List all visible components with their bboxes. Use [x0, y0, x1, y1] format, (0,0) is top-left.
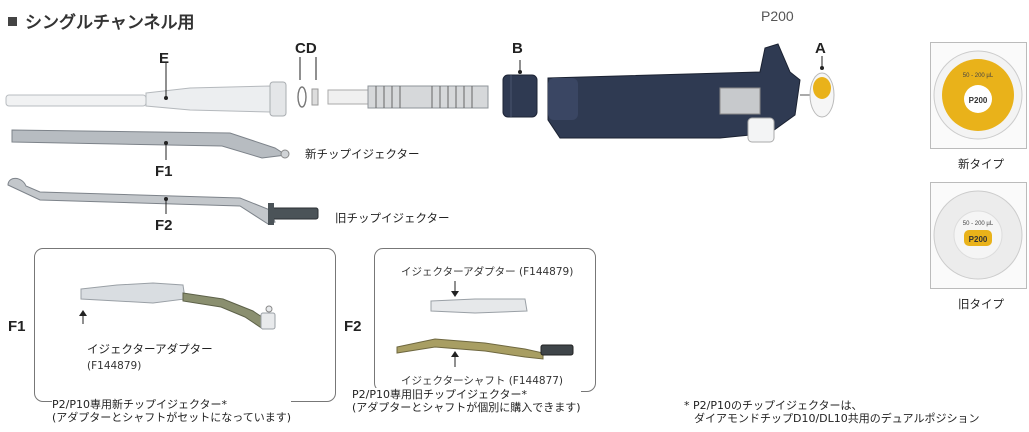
f1-box-label: F1	[8, 318, 26, 335]
f2-shaft-label: イジェクターシャフト (F144877)	[401, 375, 564, 387]
f1-adapter-illustration	[79, 282, 276, 330]
seal-oring-cd	[297, 57, 319, 108]
new-type-label: 新タイプ	[958, 157, 1004, 171]
piston-assembly	[327, 85, 489, 109]
f1-adapter-code: (F144879)	[87, 360, 142, 372]
model-label: P200	[761, 8, 794, 24]
f2-adapter-label: イジェクターアダプター (F144879)	[401, 266, 574, 278]
section-title: シングルチャンネル用	[8, 8, 195, 33]
f1-footer-line1: P2/P10専用新チップイジェクター*	[52, 398, 228, 411]
part-label-e: E	[159, 50, 170, 67]
f1-detail-box: イジェクターアダプター (F144879)	[34, 248, 336, 402]
old-type-label: 旧タイプ	[958, 297, 1004, 311]
part-label-a: A	[815, 40, 826, 57]
footnote-line2: ダイアモンドチップD10/DL10共用のデュアルポジション	[694, 412, 980, 425]
f2-detail-box: イジェクターアダプター (F144879) イジェクターシャフト (F14487…	[374, 248, 596, 392]
old-type-print: P200	[969, 235, 988, 244]
part-label-cd: CD	[295, 40, 317, 57]
new-ejector-caption: 新チップイジェクター	[305, 147, 420, 161]
push-button-cap-a	[809, 56, 835, 118]
footnote-line1: * P2/P10のチップイジェクターは、	[684, 399, 863, 412]
connecting-nut-b	[502, 60, 538, 118]
new-type-thumbnail: P200 50 - 200 µL	[930, 42, 1027, 149]
f2-parts-illustration	[396, 281, 574, 367]
new-tip-ejector-f1	[11, 129, 290, 160]
new-type-ring: 50 - 200 µL	[963, 73, 994, 79]
f2-box-label: F2	[344, 318, 362, 335]
square-bullet-icon	[8, 17, 17, 26]
part-label-b: B	[512, 40, 523, 57]
f1-footer: P2/P10専用新チップイジェクター* (アダプターとシャフトがセットになってい…	[52, 398, 292, 424]
old-tip-ejector-f2	[7, 177, 319, 225]
new-type-print: P200	[969, 96, 988, 105]
f2-footer-line1: P2/P10専用旧チップイジェクター*	[352, 388, 528, 401]
f1-adapter-label: イジェクターアダプター	[87, 342, 213, 356]
footnote: * P2/P10のチップイジェクターは、 ダイアモンドチップD10/DL10共用…	[684, 399, 979, 425]
old-ejector-caption: 旧チップイジェクター	[335, 211, 450, 225]
tip-holder-shaft-e	[5, 62, 287, 117]
part-label-f2: F2	[155, 217, 173, 234]
old-type-thumbnail: P200 50 - 200 µL	[930, 182, 1027, 289]
old-type-ring: 50 - 200 µL	[963, 221, 994, 227]
new-type-cap-image: P200 50 - 200 µL	[933, 50, 1023, 140]
part-label-f1: F1	[155, 163, 173, 180]
f2-footer-line2: (アダプターとシャフトが個別に購入できます)	[352, 401, 581, 414]
old-type-cap-image: P200 50 - 200 µL	[933, 190, 1023, 280]
f2-footer: P2/P10専用旧チップイジェクター* (アダプターとシャフトが個別に購入できま…	[352, 388, 581, 414]
f1-footer-line2: (アダプターとシャフトがセットになっています)	[52, 411, 292, 424]
pipette-body	[547, 43, 816, 143]
